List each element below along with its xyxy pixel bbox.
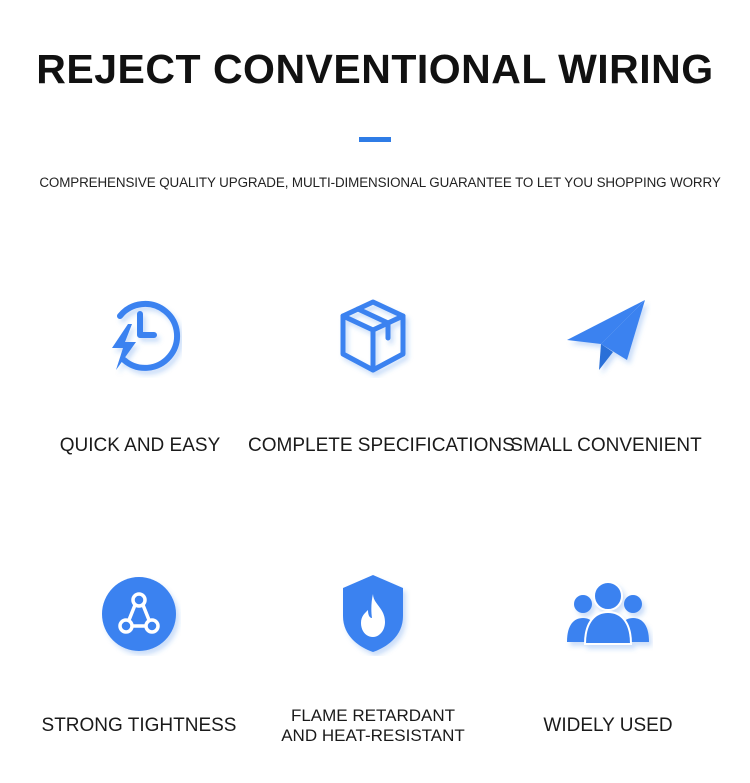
feature-label: QUICK AND EASY: [59, 435, 221, 456]
feature-complete-specifications: COMPLETE SPECIFICATIONS: [248, 290, 515, 470]
connection-nodes-icon: [102, 577, 176, 651]
feature-label: STRONG TIGHTNESS: [41, 715, 237, 736]
feature-label: SMALL CONVENIENT: [510, 435, 702, 456]
feature-quick-and-easy: QUICK AND EASY: [15, 290, 265, 470]
feature-small-convenient: SMALL CONVENIENT: [481, 290, 731, 470]
feature-flame-retardant: FLAME RETARDANT AND HEAT-RESISTANT: [248, 570, 498, 750]
feature-widely-used: WIDELY USED: [483, 570, 733, 750]
feature-label: FLAME RETARDANT AND HEAT-RESISTANT: [248, 706, 498, 746]
title-accent-divider: [359, 137, 391, 142]
page-subtitle: COMPREHENSIVE QUALITY UPGRADE, MULTI-DIM…: [39, 175, 721, 190]
page-title: REJECT CONVENTIONAL WIRING: [36, 46, 714, 92]
flame-shield-icon: [343, 575, 403, 652]
feature-label: COMPLETE SPECIFICATIONS: [248, 435, 515, 456]
feature-label-line-2: AND HEAT-RESISTANT: [281, 726, 465, 745]
user-group-icon: [567, 581, 649, 645]
fast-clock-icon: [112, 300, 181, 371]
paper-plane-icon: [567, 300, 645, 370]
package-box-icon: [340, 299, 406, 373]
feature-label-line-1: FLAME RETARDANT: [290, 706, 456, 725]
feature-strong-tightness: STRONG TIGHTNESS: [14, 570, 264, 750]
feature-label: WIDELY USED: [543, 715, 673, 736]
